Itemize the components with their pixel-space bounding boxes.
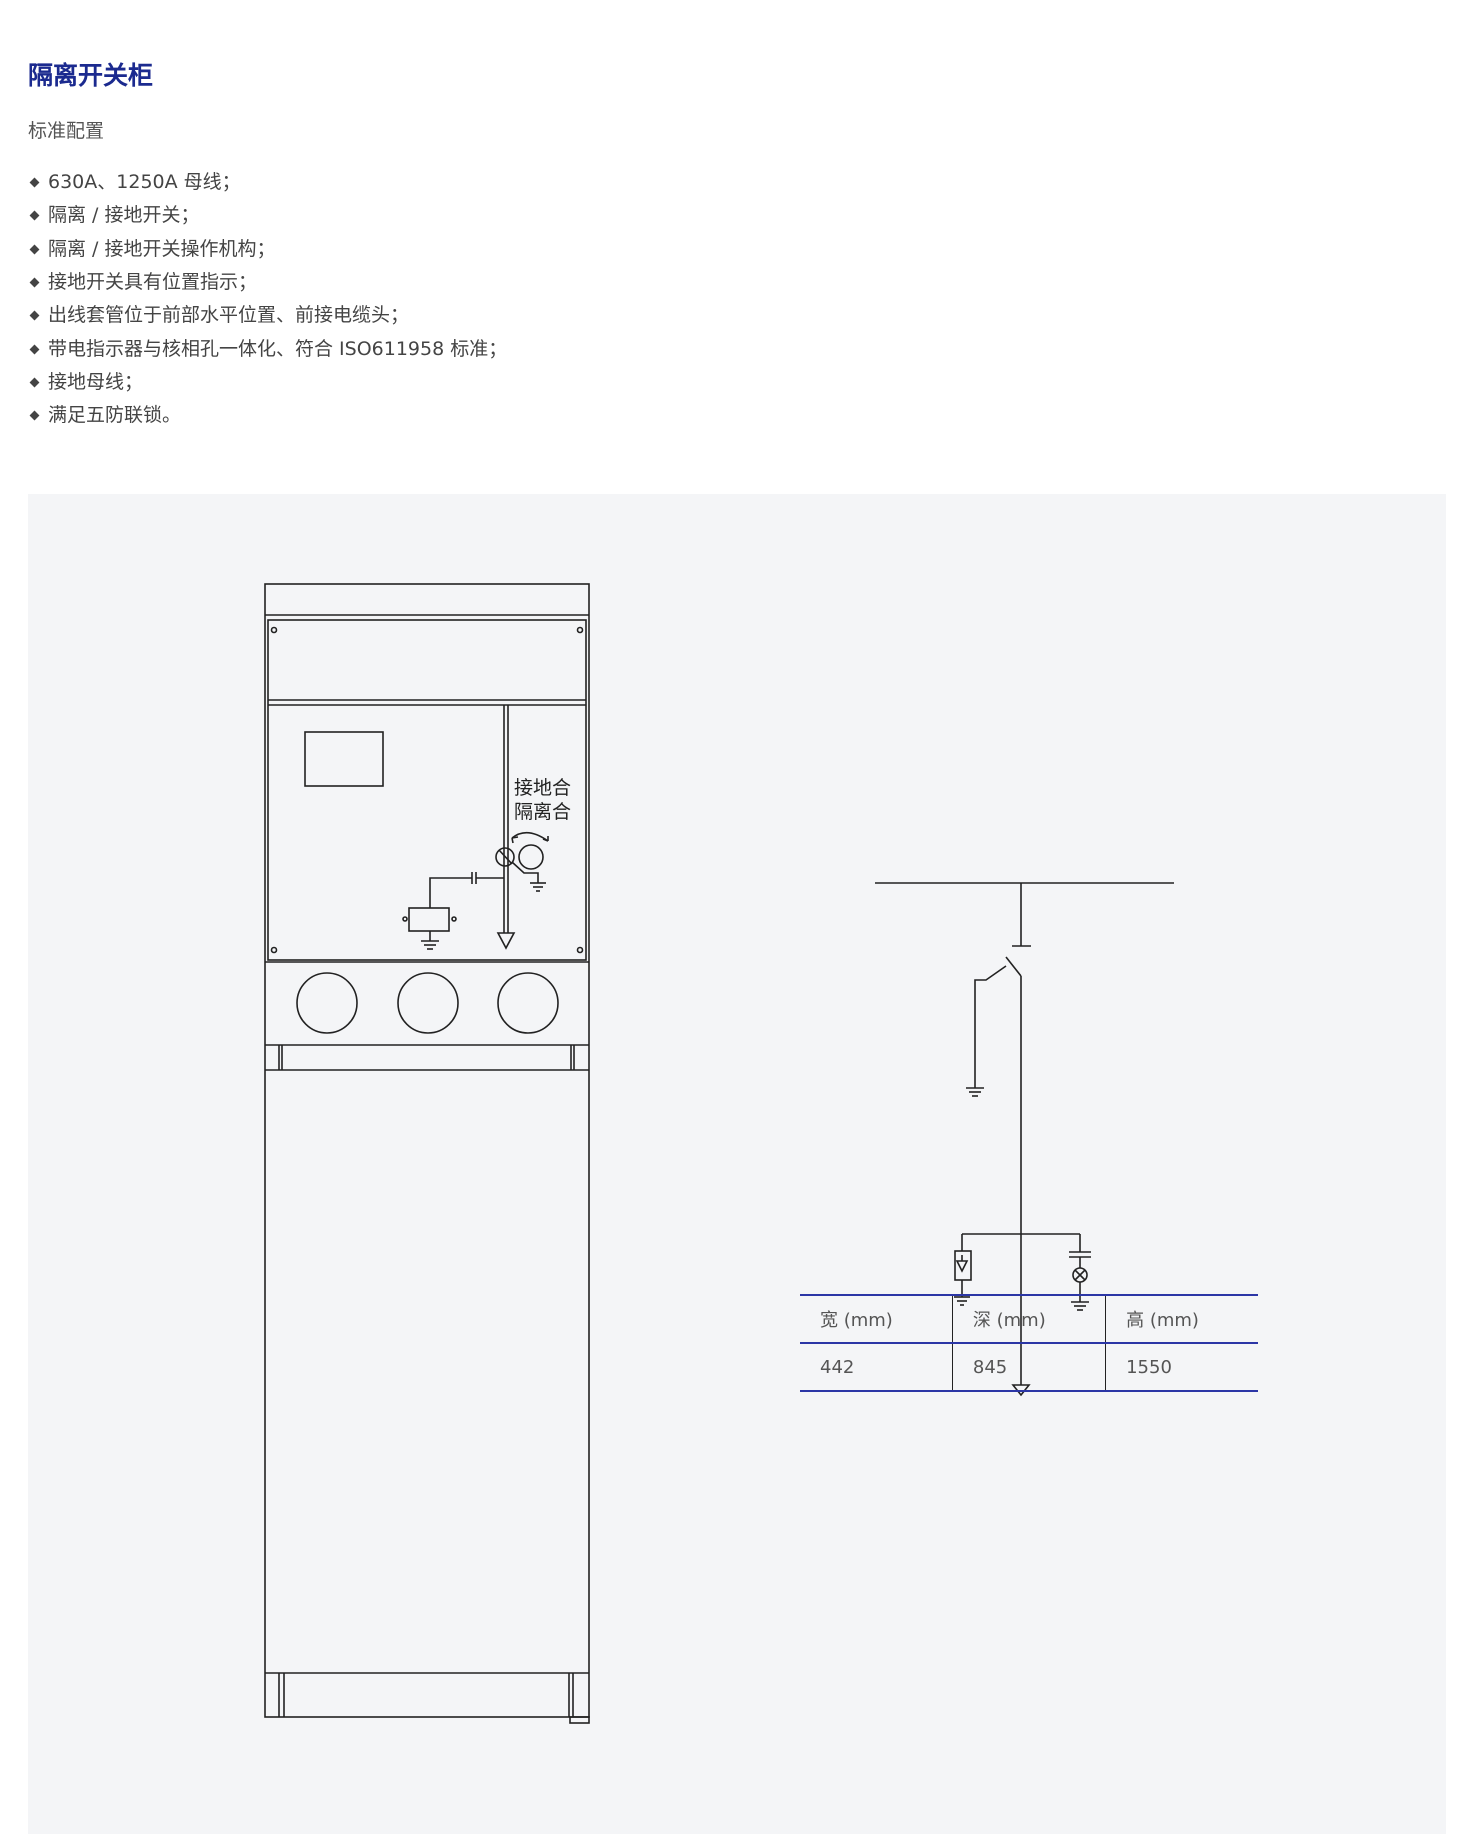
bushing-circle bbox=[296, 972, 358, 1034]
operating-shaft-icon bbox=[495, 831, 549, 892]
capacitor-sensor-icon bbox=[402, 872, 504, 950]
header-width: 宽 (mm) bbox=[800, 1294, 953, 1344]
screw-icon bbox=[270, 626, 584, 954]
feature-list: 630A、1250A 母线； 隔离 / 接地开关； 隔离 / 接地开关操作机构；… bbox=[28, 166, 507, 432]
bushing-circle bbox=[397, 972, 459, 1034]
bushing-circle bbox=[497, 972, 559, 1034]
page-title: 隔离开关柜 bbox=[28, 61, 154, 90]
list-item: 630A、1250A 母线； bbox=[28, 166, 507, 199]
list-item: 隔离 / 接地开关操作机构； bbox=[28, 233, 507, 266]
list-item: 接地母线； bbox=[28, 366, 507, 399]
value-height: 1550 bbox=[1105, 1342, 1258, 1392]
list-item: 接地开关具有位置指示； bbox=[28, 266, 507, 299]
cabinet-front-view bbox=[264, 583, 590, 1724]
arrow-down-icon bbox=[496, 932, 516, 950]
label-isolator-closed: 隔离合 bbox=[514, 801, 572, 823]
list-item: 隔离 / 接地开关； bbox=[28, 199, 507, 232]
list-item: 带电指示器与核相孔一体化、符合 ISO611958 标准； bbox=[28, 332, 507, 365]
label-earth-closed: 接地合 bbox=[514, 777, 572, 799]
list-item: 满足五防联锁。 bbox=[28, 399, 507, 432]
value-width: 442 bbox=[800, 1342, 953, 1392]
table-row: 442 845 1550 bbox=[800, 1342, 1258, 1392]
list-item: 出线套管位于前部水平位置、前接电缆头； bbox=[28, 299, 507, 332]
section-subtitle: 标准配置 bbox=[28, 120, 105, 142]
disconnector-switch-icon bbox=[966, 956, 1022, 1097]
header-height: 高 (mm) bbox=[1105, 1294, 1258, 1344]
dimensions-table: 宽 (mm) 深 (mm) 高 (mm) 442 845 1550 bbox=[800, 1294, 1258, 1392]
header-depth: 深 (mm) bbox=[951, 1294, 1106, 1344]
table-header-row: 宽 (mm) 深 (mm) 高 (mm) bbox=[800, 1294, 1258, 1344]
window-rect bbox=[304, 731, 384, 787]
value-depth: 845 bbox=[951, 1342, 1106, 1392]
